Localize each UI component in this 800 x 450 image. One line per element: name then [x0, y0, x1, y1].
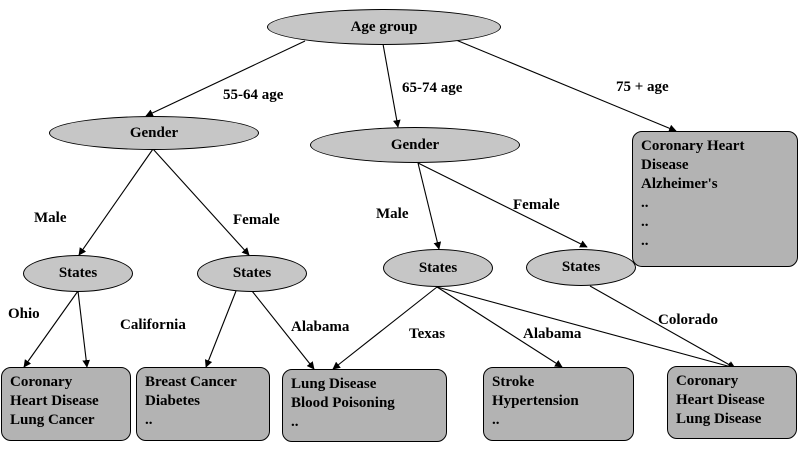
- label-texas: Texas: [409, 326, 446, 342]
- edge-california: [204, 290, 237, 368]
- label-55-64-age: 55-64 age: [223, 87, 284, 103]
- box-line: Lung Disease: [676, 411, 762, 427]
- label-female-65: Female: [513, 197, 560, 213]
- disease-box-california: Breast Cancer Diabetes ..: [136, 367, 270, 441]
- edge-alabama-female55: [251, 290, 315, 370]
- box-line: ..: [641, 195, 649, 211]
- label-california: California: [120, 317, 186, 333]
- gender-node-65: Gender: [310, 127, 520, 163]
- edge-texas: [332, 286, 438, 370]
- gender-label: Gender: [129, 124, 179, 141]
- states-label: States: [58, 265, 98, 281]
- edge-gender55-to-states-male: [78, 148, 154, 256]
- disease-box-stroke: Stroke Hypertension ..: [483, 367, 634, 441]
- box-line: ..: [145, 412, 153, 428]
- states-node-male-65: States: [383, 249, 493, 287]
- states-node-female-55: States: [197, 255, 307, 292]
- box-line: Coronary Heart: [641, 138, 745, 154]
- states-node-female-65: States: [526, 249, 636, 286]
- label-female-55: Female: [233, 212, 280, 228]
- box-line: Alzheimer's: [641, 176, 718, 192]
- edge-gender55-to-states-female: [152, 148, 250, 256]
- age-group-label: Age group: [350, 18, 418, 35]
- box-line: Lung Disease: [291, 376, 377, 392]
- states-label: States: [232, 265, 272, 281]
- box-line: Blood Poisoning: [291, 395, 395, 411]
- box-line: Diabetes: [145, 393, 200, 409]
- edge-age-to-gender-65: [382, 43, 401, 128]
- box-line: ..: [641, 233, 649, 249]
- box-line: ..: [291, 414, 299, 430]
- label-alabama-2: Alabama: [523, 326, 582, 342]
- label-ohio: Ohio: [8, 306, 40, 322]
- label-colorado: Colorado: [658, 312, 718, 328]
- states-label: States: [418, 259, 458, 276]
- box-line: Coronary: [10, 374, 73, 390]
- box-line: Lung Cancer: [10, 412, 95, 428]
- gender-label: Gender: [390, 136, 440, 153]
- box-line: Stroke: [492, 374, 535, 390]
- gender-node-55: Gender: [49, 116, 259, 150]
- edge-ohio-1: [23, 290, 79, 368]
- edge-gender65-to-states-male: [417, 162, 442, 250]
- disease-box-ohio: Coronary Heart Disease Lung Cancer: [1, 367, 131, 441]
- disease-box-colorado: Coronary Heart Disease Lung Disease: [667, 366, 797, 439]
- label-male-55: Male: [34, 210, 67, 226]
- box-line: ..: [492, 412, 500, 428]
- edge-gender65-to-states-female: [417, 162, 588, 248]
- box-line: Hypertension: [492, 393, 579, 409]
- box-line: Coronary: [676, 373, 739, 389]
- edge-ohio-2: [77, 290, 91, 368]
- disease-box-75-plus: Coronary Heart Disease Alzheimer's .. ..…: [632, 131, 798, 267]
- label-65-74-age: 65-74 age: [402, 80, 463, 96]
- label-75-plus-age: 75 + age: [616, 79, 669, 95]
- edge-alabama-male65: [436, 286, 563, 368]
- states-node-male-55: States: [23, 255, 133, 292]
- disease-box-lung: Lung Disease Blood Poisoning ..: [282, 369, 447, 442]
- states-label: States: [561, 259, 601, 275]
- edge-age-to-gender-55: [145, 40, 306, 117]
- edge-male65-to-colorado-box: [436, 286, 736, 370]
- box-line: Disease: [641, 157, 689, 173]
- edge-colorado: [589, 285, 736, 369]
- age-group-node: Age group: [267, 9, 501, 45]
- label-alabama-1: Alabama: [291, 319, 350, 335]
- box-line: ..: [641, 214, 649, 230]
- box-line: Heart Disease: [676, 392, 765, 408]
- box-line: Heart Disease: [10, 393, 99, 409]
- edge-age-to-75-box: [455, 39, 677, 132]
- box-line: Breast Cancer: [145, 374, 237, 390]
- label-male-65: Male: [376, 206, 409, 222]
